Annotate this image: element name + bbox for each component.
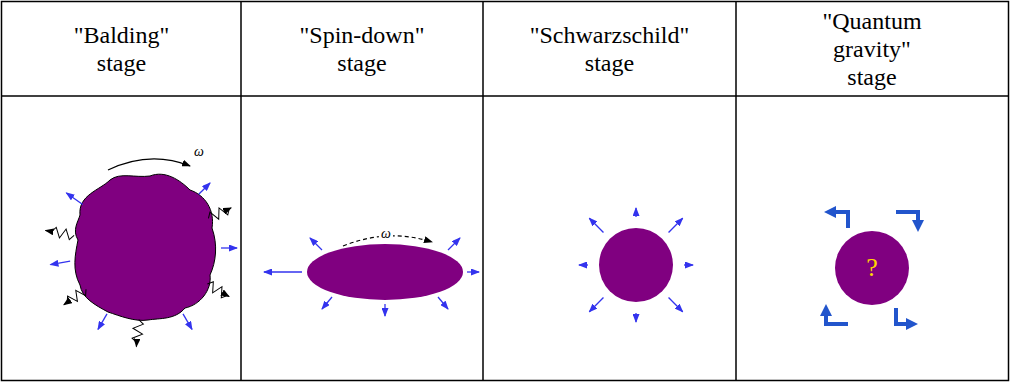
stage-title: "Quantum gravity" stage — [807, 7, 937, 91]
black-hole-circle: ? — [835, 231, 909, 305]
stage-header: "Schwarzschild" stage — [484, 3, 735, 95]
stage-header: "Quantum gravity" stage — [737, 3, 1007, 95]
stage-header: "Spin-down" stage — [242, 3, 482, 95]
bent-arrows — [826, 212, 918, 324]
spin-down-illustration — [264, 236, 479, 316]
schwarzschild-illustration — [579, 208, 693, 322]
stage-title: "Balding" stage — [62, 21, 182, 77]
angular-velocity-symbol: ω — [192, 144, 206, 160]
angular-velocity-symbol: ω — [379, 226, 393, 242]
balding-illustration — [45, 159, 237, 347]
question-mark: ? — [866, 253, 878, 283]
stage-title: "Spin-down" stage — [287, 21, 437, 77]
stage-header: "Balding" stage — [3, 3, 240, 95]
stage-title: "Schwarzschild" stage — [515, 21, 705, 77]
